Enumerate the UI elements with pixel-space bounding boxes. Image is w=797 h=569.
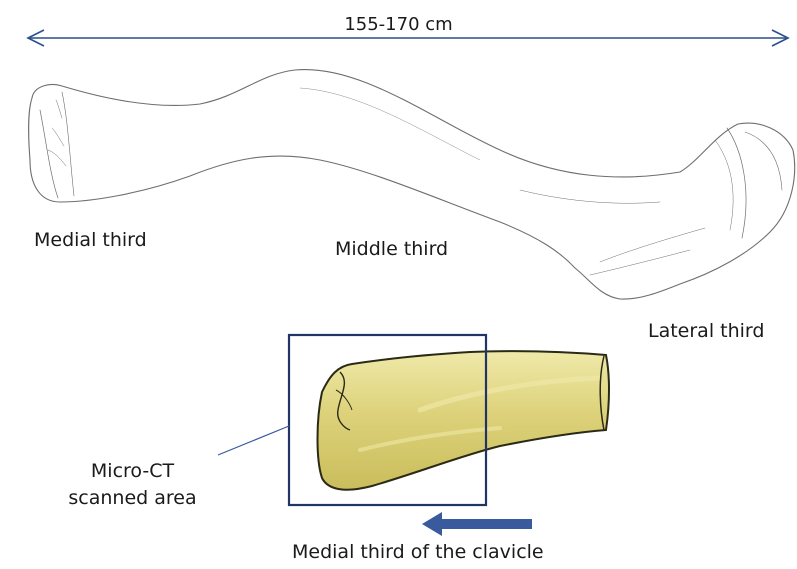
direction-arrow: [422, 512, 532, 536]
scan-area-line1: Micro-CT: [40, 458, 225, 485]
scan-area-label: Micro-CT scanned area: [40, 458, 225, 511]
middle-third-label: Middle third: [335, 238, 448, 261]
measurement-label: 155-170 cm: [0, 14, 797, 36]
medial-third-label: Medial third: [34, 229, 147, 252]
scan-box-leader: [218, 426, 289, 455]
specimen-label: Medial third of the clavicle: [292, 541, 544, 564]
scan-area-line2: scanned area: [40, 485, 225, 512]
clavicle-sketch: [29, 70, 795, 300]
clavicle-specimen: [318, 351, 610, 490]
lateral-third-label: Lateral third: [648, 320, 764, 343]
